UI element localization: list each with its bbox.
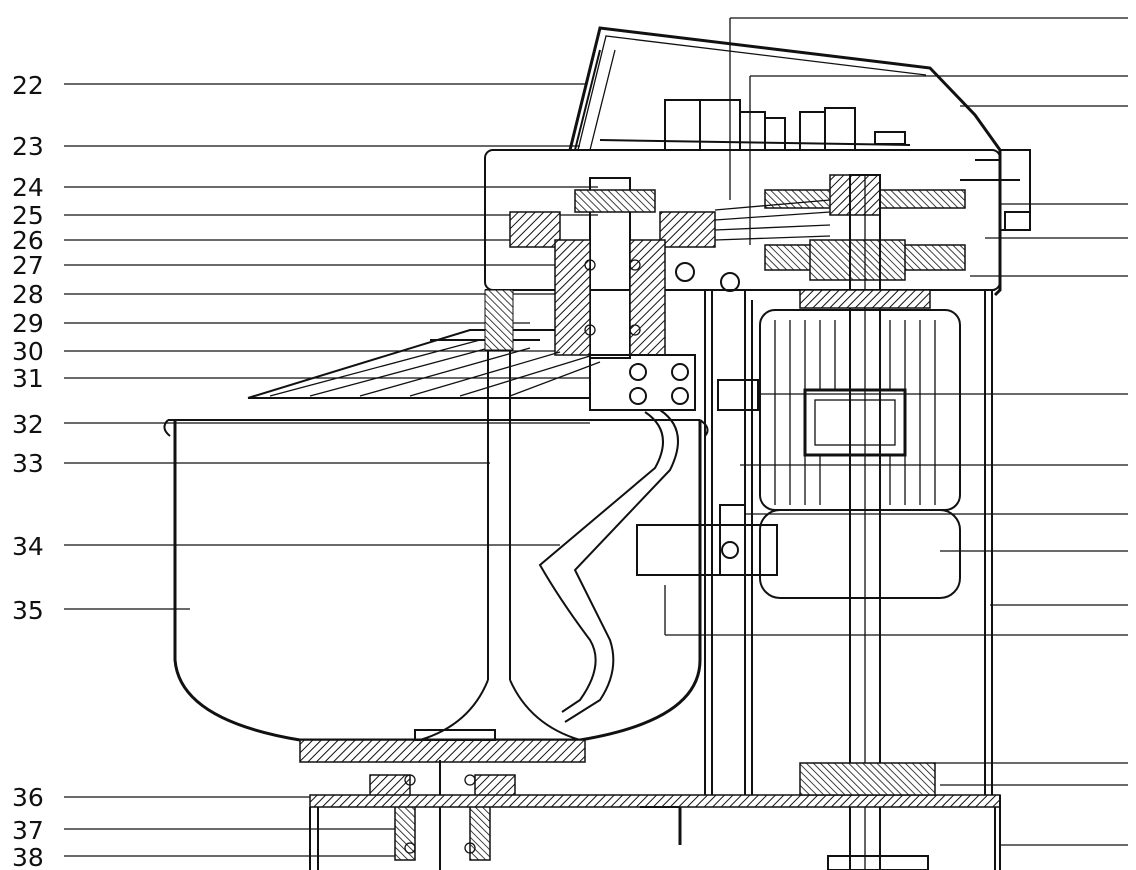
label-30: 30 (12, 337, 44, 366)
bowl-drive (369, 760, 516, 870)
label-33: 33 (12, 449, 44, 478)
bearing-block (589, 354, 696, 411)
label-31: 31 (12, 364, 44, 393)
tension-bracket (636, 379, 778, 576)
spiral-hook (538, 409, 679, 723)
label-32: 32 (12, 410, 44, 439)
label-23: 23 (12, 132, 44, 161)
motor-body (759, 309, 961, 599)
label-25: 25 (12, 201, 44, 230)
mixing-bowl (163, 419, 709, 742)
spindle-left (554, 177, 740, 359)
label-26: 26 (12, 226, 44, 255)
label-24: 24 (12, 173, 44, 202)
label-38: 38 (12, 843, 44, 870)
label-35: 35 (12, 596, 44, 625)
left-leader-lines (64, 83, 598, 857)
right-leader-lines (664, 17, 1128, 846)
label-36: 36 (12, 783, 44, 812)
label-28: 28 (12, 280, 44, 309)
control-components (599, 99, 1031, 231)
left-labels: 22 23 24 25 26 27 28 29 30 31 32 33 34 3… (12, 71, 44, 870)
bowl-column (419, 289, 581, 741)
frame-columns (704, 290, 993, 795)
motor-spindle (799, 174, 931, 870)
label-27: 27 (12, 251, 44, 280)
label-37: 37 (12, 816, 44, 845)
label-29: 29 (12, 309, 44, 338)
bowl-guard (247, 329, 601, 399)
label-34: 34 (12, 532, 44, 561)
label-22: 22 (12, 71, 44, 100)
bowl-base (299, 729, 586, 763)
base-plate (309, 762, 1001, 870)
